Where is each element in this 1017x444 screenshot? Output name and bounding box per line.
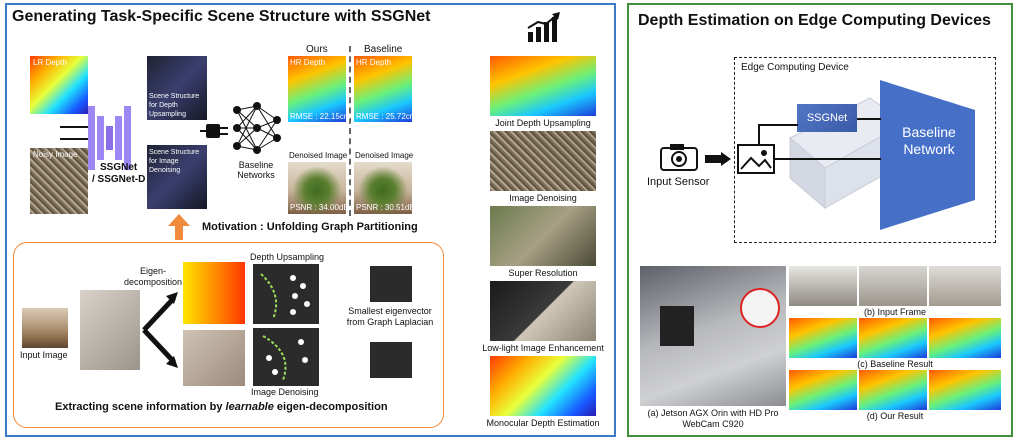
- input-image-label: Input Image: [20, 350, 68, 360]
- scene-structure-denoise-label: Scene Structure for Image Denoising: [149, 149, 200, 174]
- jetson-photo: [640, 266, 786, 406]
- arrow-right-icon: [705, 152, 731, 166]
- scene-structure-denoise-image: [147, 145, 207, 209]
- camera-icon: [660, 144, 698, 171]
- hr-depth-baseline-label: HR Depth: [356, 58, 392, 67]
- arrow: [758, 124, 798, 126]
- denoised-ours-label: Denoised Image: [289, 151, 348, 160]
- baseline-networks-label: Baseline Networks: [237, 160, 275, 180]
- task-label-3: Super Resolution: [508, 268, 578, 278]
- eigen-denoise-image: [183, 330, 245, 386]
- extracting-caption: Extracting scene information by learnabl…: [55, 401, 388, 413]
- baseline-result-1: [789, 318, 857, 358]
- eigen-depth-image: [183, 262, 245, 324]
- task-label-1: Joint Depth Upsampling: [495, 118, 591, 128]
- baseline-label: Baseline: [364, 44, 403, 55]
- task-label-4: Low-light Image Enhancement: [482, 343, 604, 353]
- motivation-label: Motivation : Unfolding Graph Partitionin…: [202, 221, 418, 233]
- orange-up-arrow-icon: [168, 214, 190, 240]
- depth-upsampling-label: Depth Upsampling: [250, 252, 325, 262]
- image-frame-icon: [737, 144, 775, 174]
- arrow: [60, 126, 90, 128]
- ssgnet-label: SSGNet: [100, 162, 138, 173]
- graph-depth-image: [253, 264, 319, 324]
- arrow: [857, 118, 881, 120]
- task-label-5: Monocular Depth Estimation: [486, 418, 600, 428]
- graph-denoise-image: [253, 328, 319, 386]
- eigenvector-image-1: [370, 266, 412, 302]
- edge-device-label: Edge Computing Device: [741, 62, 849, 73]
- divider: [349, 46, 351, 216]
- left-panel: [5, 3, 616, 437]
- eigen-decomposition-label: Eigen-decomposition: [123, 266, 183, 287]
- arrow: [758, 124, 760, 146]
- noisy-image: [30, 148, 88, 214]
- neural-network-icon: [233, 102, 281, 154]
- denoised-baseline-label: Denoised Image: [355, 151, 414, 160]
- right-panel: [627, 3, 1013, 437]
- edge-device-box: [734, 57, 996, 243]
- scene-structure-depth-label: Scene Structure for Depth Upsampling: [149, 93, 200, 118]
- ssgnet-chip: SSGNet: [797, 104, 857, 132]
- rmse-baseline: RMSE : 25.72cm: [356, 112, 417, 121]
- input-frame-2: [859, 266, 927, 306]
- caption-b: (b) Input Frame: [863, 307, 927, 317]
- image-denoising-label: Image Denoising: [251, 387, 319, 397]
- task-image-monocular-depth: [490, 356, 596, 416]
- ours-label: Ours: [306, 44, 328, 55]
- input-sensor-label: Input Sensor: [647, 176, 710, 188]
- task-image-denoising: [490, 131, 596, 191]
- caption-a: (a) Jetson AGX Orin with HD Pro WebCam C…: [647, 408, 779, 429]
- rmse-ours: RMSE : 22.15cm: [290, 112, 351, 121]
- ssgnet-unet-icon: [88, 106, 131, 170]
- psnr-ours: PSNR : 34.00dB: [290, 203, 349, 212]
- right-panel-title: Depth Estimation on Edge Computing Devic…: [638, 12, 991, 29]
- caption-d: (d) Our Result: [866, 411, 924, 421]
- plug-icon: [200, 124, 228, 138]
- arrow: [60, 138, 90, 140]
- hr-depth-ours-label: HR Depth: [290, 58, 326, 67]
- caption-c: (c) Baseline Result: [857, 359, 933, 369]
- noisy-image-label: Noisy Image: [33, 150, 78, 159]
- our-result-1: [789, 370, 857, 410]
- left-panel-title: Generating Task-Specific Scene Structure…: [12, 8, 431, 25]
- task-image-depth-upsampling: [490, 56, 596, 116]
- lr-depth-label: LR Depth: [33, 58, 67, 67]
- input-image-large: [80, 290, 140, 370]
- input-frame-1: [789, 266, 857, 306]
- lr-depth-image: [30, 56, 88, 114]
- smallest-eigenvector-label: Smallest eigenvector from Graph Laplacia…: [346, 306, 434, 327]
- denoised-baseline-image: [354, 162, 412, 214]
- trending-up-icon: [527, 12, 560, 42]
- task-image-low-light: [490, 281, 596, 341]
- baseline-network-label: Baseline Network: [902, 124, 956, 157]
- task-image-super-resolution: [490, 206, 596, 266]
- input-frame-3: [929, 266, 1001, 306]
- split-arrows-icon: [142, 292, 178, 368]
- ssgnet-d-label: / SSGNet-D: [92, 174, 146, 185]
- arrow: [775, 158, 881, 160]
- scene-structure-depth-image: [147, 56, 207, 120]
- denoised-ours-image: [288, 162, 346, 214]
- hr-depth-baseline-image: [354, 56, 412, 122]
- task-label-2: Image Denoising: [509, 193, 577, 203]
- our-result-2: [859, 370, 927, 410]
- hr-depth-ours-image: [288, 56, 346, 122]
- baseline-result-2: [859, 318, 927, 358]
- psnr-baseline: PSNR : 30.51dB: [356, 203, 415, 212]
- baseline-network-shape: [880, 80, 975, 230]
- eigenvector-image-2: [370, 342, 412, 378]
- input-image-thumb: [22, 308, 68, 348]
- baseline-result-3: [929, 318, 1001, 358]
- our-result-3: [929, 370, 1001, 410]
- motivation-box: [13, 242, 444, 428]
